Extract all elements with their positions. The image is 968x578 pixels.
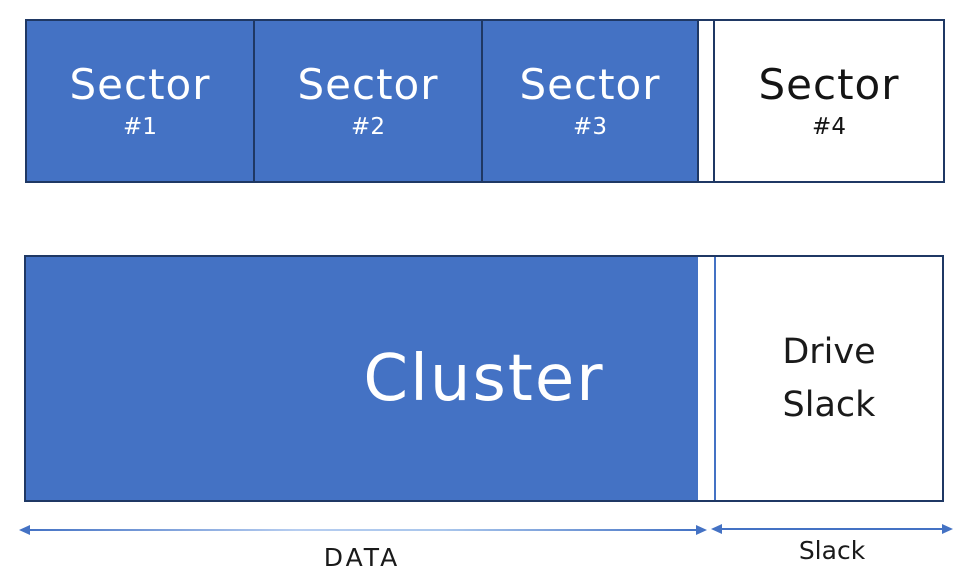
sector-3-label: Sector: [519, 59, 661, 109]
sector-2-label: Sector: [297, 59, 439, 109]
sector-4-number: #4: [812, 113, 846, 140]
allocated-sectors-block: Sector #1 Sector #2 Sector #3: [27, 21, 699, 181]
sector-4-label: Sector: [758, 59, 900, 109]
data-span-arrow: [19, 525, 707, 535]
sector-row: Sector #1 Sector #2 Sector #3 Sector #4: [25, 19, 945, 183]
sector-3-cell: Sector #3: [483, 21, 697, 181]
arrow-head-left-icon: [711, 524, 722, 534]
arrow-head-right-icon: [696, 525, 707, 535]
slack-span-arrow: [711, 524, 953, 534]
sector-3-number: #3: [573, 113, 607, 140]
slack-boundary-line: [714, 257, 716, 500]
data-span-label: DATA: [323, 543, 401, 572]
sector-1-number: #1: [123, 113, 157, 140]
sector-1-label: Sector: [69, 59, 211, 109]
cluster-box: [26, 257, 698, 500]
slack-span-label: Slack: [798, 536, 866, 565]
cluster-row: Drive Slack Cluster: [24, 255, 944, 502]
sector-2-number: #2: [351, 113, 385, 140]
sector-4-cell: Sector #4: [713, 21, 943, 181]
arrow-head-right-icon: [942, 524, 953, 534]
arrow-head-left-icon: [19, 525, 30, 535]
drive-slack-box: Drive Slack: [716, 257, 942, 500]
sector-1-cell: Sector #1: [27, 21, 255, 181]
sector-2-cell: Sector #2: [255, 21, 483, 181]
drive-slack-label: Drive Slack: [782, 332, 876, 425]
